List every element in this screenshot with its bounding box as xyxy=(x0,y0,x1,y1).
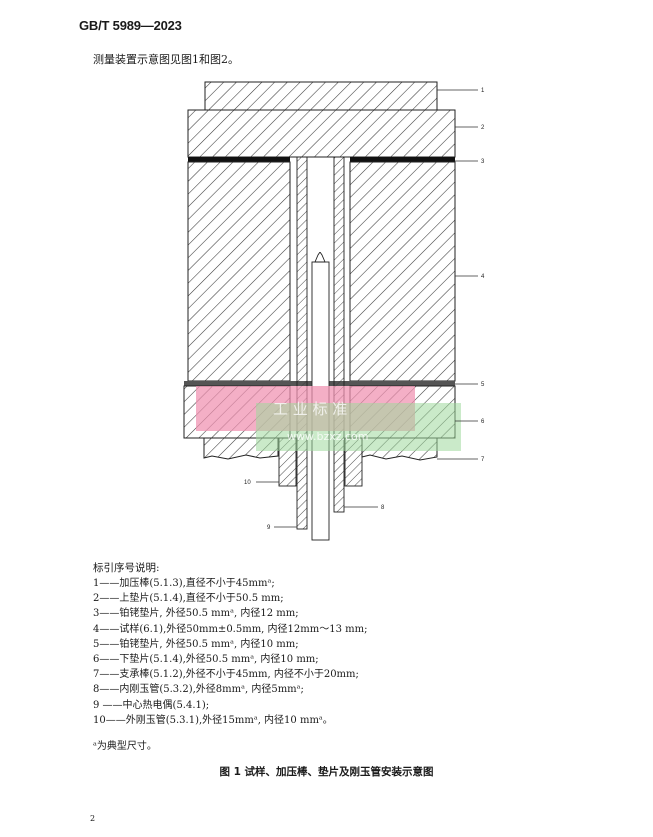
upper-pad xyxy=(187,109,456,158)
top-gasket-left xyxy=(188,157,290,162)
callout-9: 9 xyxy=(267,525,271,531)
top-gasket-right xyxy=(350,157,455,162)
callout-2: 2 xyxy=(481,125,485,131)
callout-5: 5 xyxy=(481,382,485,388)
standard-number-header: GB/T 5989—2023 xyxy=(79,18,182,33)
watermark-green-block xyxy=(256,403,461,451)
specimen-right xyxy=(349,161,456,382)
callout-7: 7 xyxy=(481,457,485,463)
watermark-line2: www.bzxz.com xyxy=(287,430,369,443)
inner-tube-left xyxy=(296,156,308,530)
legend-item: 8——内刚玉管(5.3.2),外径8mmᵃ, 内径5mmᵃ; xyxy=(93,684,304,696)
thermocouple-tip xyxy=(314,251,326,263)
legend-list: 1——加压棒(5.1.3),直径不小于45mmᵃ; 2——上垫片(5.1.4),… xyxy=(93,576,367,728)
callout-4: 4 xyxy=(481,274,485,280)
callout-6: 6 xyxy=(481,419,485,425)
inner-tube-right xyxy=(333,156,345,513)
pressure-rod xyxy=(204,81,438,111)
figure-caption: 图 1 试样、加压棒、垫片及刚玉管安装示意图 xyxy=(219,766,434,778)
legend-title: 标引序号说明: xyxy=(93,562,160,574)
callout-10: 10 xyxy=(244,480,251,486)
legend-item: 5——铂铑垫片, 外径50.5 mmᵃ, 内径10 mm; xyxy=(93,638,299,650)
specimen-left xyxy=(187,161,291,382)
legend-item: 10——外刚玉管(5.3.1),外径15mmᵃ, 内径10 mmᵃ。 xyxy=(93,714,333,726)
callout-3: 3 xyxy=(481,159,485,165)
legend-item: 1——加压棒(5.1.3),直径不小于45mmᵃ; xyxy=(93,578,275,589)
callout-8: 8 xyxy=(381,505,385,511)
legend-item: 6——下垫片(5.1.4),外径50.5 mmᵃ, 内径10 mm; xyxy=(93,654,319,666)
callout-lines xyxy=(256,89,478,528)
watermark-line1: 工 业 标 准 xyxy=(273,400,347,418)
intro-paragraph: 测量装置示意图见图1和图2。 xyxy=(93,53,239,66)
typical-dimension-note: ᵃ为典型尺寸。 xyxy=(93,741,157,752)
page-number: 2 xyxy=(90,814,96,823)
legend-item: 2——上垫片(5.1.4),直径不小于50.5 mm; xyxy=(93,593,284,605)
legend-item: 7——支承棒(5.1.2),外径不小于45mm, 内径不小于20mm; xyxy=(93,669,359,681)
callout-1: 1 xyxy=(481,88,485,94)
apparatus-diagram: 工 业 标 准 www.bzxz.com 1 2 3 4 5 6 7 8 9 1… xyxy=(183,81,485,541)
legend-item: 4——试样(6.1),外径50mm±0.5mm, 内径12mm～13 mm; xyxy=(93,623,368,635)
legend-item: 3——铂铑垫片, 外径50.5 mmᵃ, 内径12 mm; xyxy=(93,608,299,620)
legend-item: 9 ——中心热电偶(5.4.1); xyxy=(93,699,210,711)
